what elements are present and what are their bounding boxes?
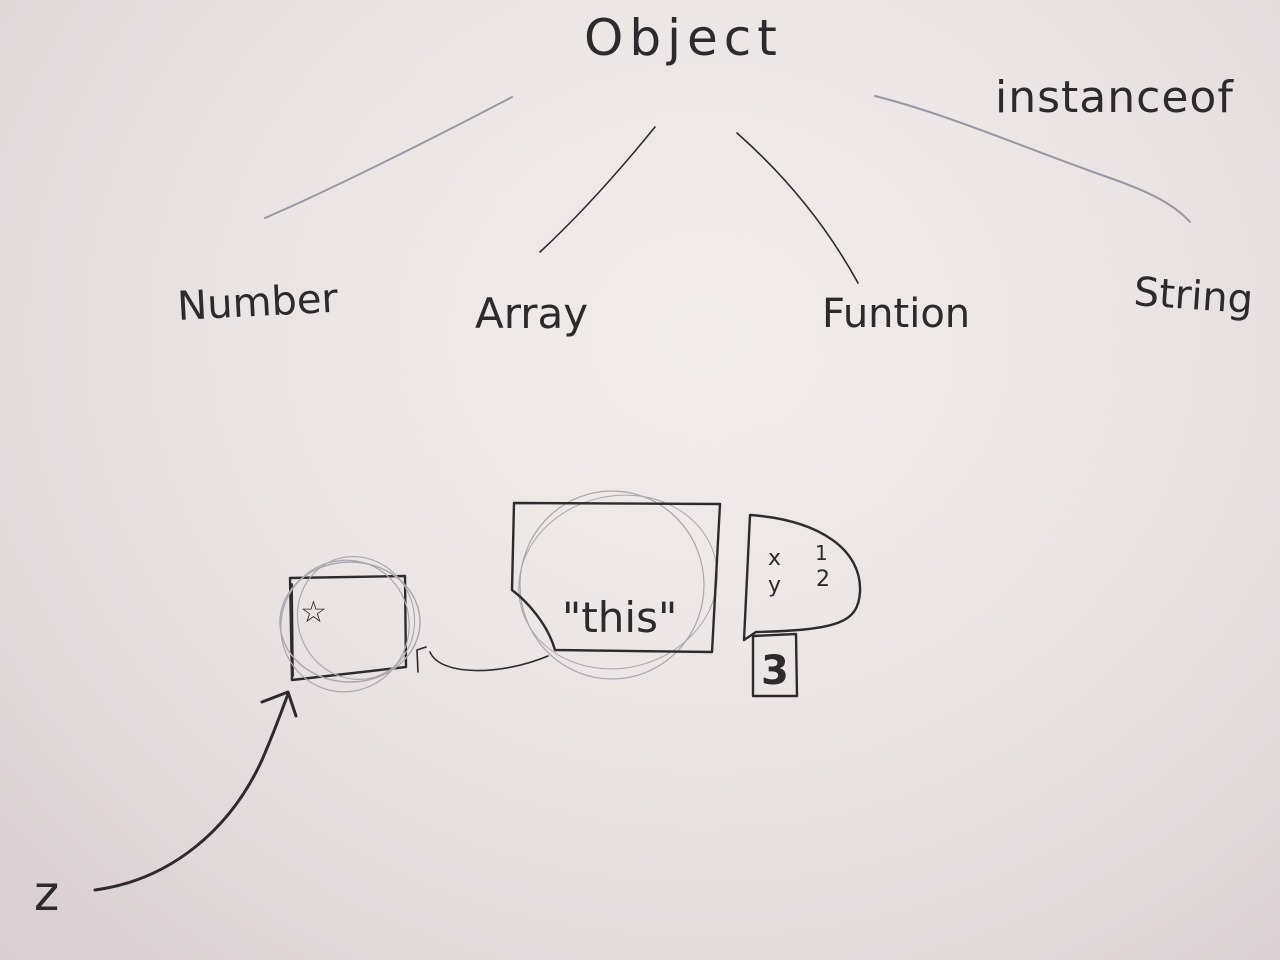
coord-x-label: x [768,546,781,571]
string-object-box: "this" [510,490,722,680]
star-mark: ☆ [300,595,327,630]
edge-object-function [736,132,859,284]
edge-object-string [874,95,1191,223]
pointer-label-z: z [34,866,59,922]
coord-y-label: y [768,573,781,598]
child-node-number: Number [176,276,339,330]
child-node-function: Funtion [822,291,970,337]
edge-object-number [264,96,513,219]
child-node-string: String [1132,269,1254,323]
string-value-this: "this" [562,593,677,642]
marker-box: ☆ [279,555,421,693]
pointer-arrow: z [34,690,298,922]
edge-object-array [539,126,656,253]
value-one: 1 [815,541,828,565]
reference-link [416,646,549,673]
value-two: 2 [816,567,830,592]
child-node-array: Array [475,289,588,338]
root-node-object: Object [584,9,783,67]
relation-label-instanceof: instanceof [995,72,1234,123]
number-box: 3 [751,632,799,698]
number-value-3: 3 [761,648,789,694]
coordinate-object: x y 1 2 [742,513,862,642]
